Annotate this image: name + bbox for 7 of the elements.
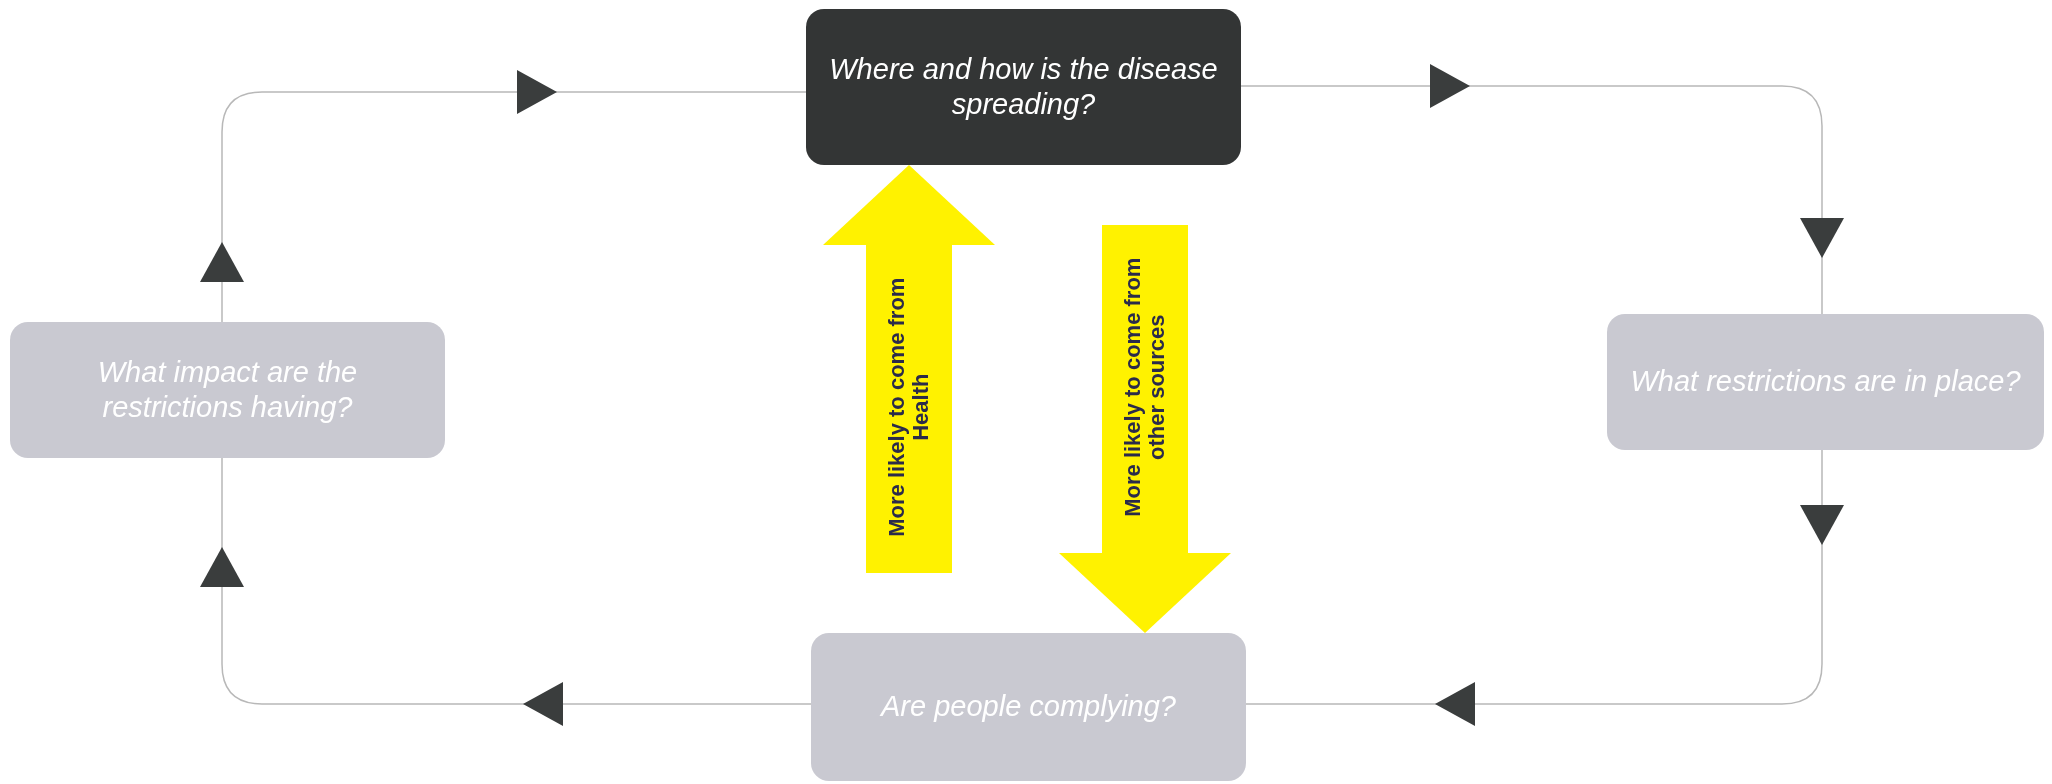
edge-label: More likely to come from Health bbox=[884, 276, 934, 539]
question-box bbox=[10, 322, 445, 458]
question-box bbox=[811, 633, 1246, 781]
question-text: Where and how is the disease spreading? bbox=[828, 51, 1219, 122]
question-box bbox=[806, 9, 1241, 165]
question-box bbox=[1607, 314, 2044, 450]
edge-label: More likely to come from other sources bbox=[1120, 256, 1170, 519]
